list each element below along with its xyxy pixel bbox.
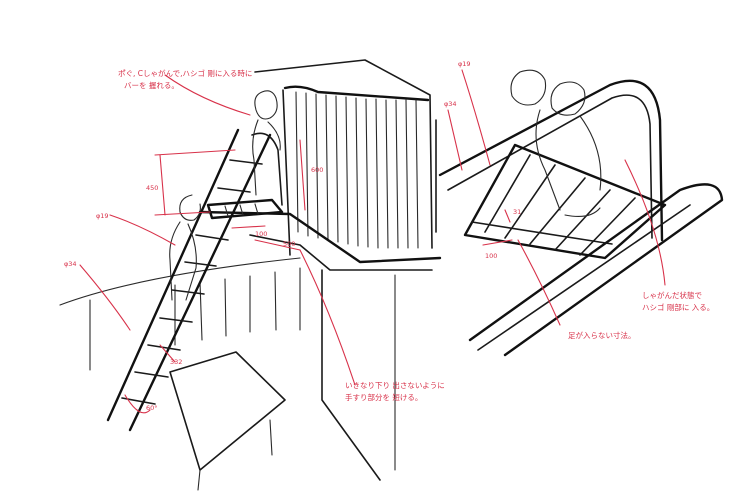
right-ladder-detail [463,143,667,260]
dim-label-100-left: 100 [255,230,267,238]
loft-railing-balusters [295,91,419,249]
figure-sketches-right [510,69,602,217]
dim-label-450: 450 [146,184,158,192]
left-dimensions [79,74,356,414]
dim-label-332: 332 [170,358,182,366]
handrail-note-line2: バーを 握れる。 [124,80,179,90]
bottom-note-line2: 手すり部分を 短ける。 [345,392,422,402]
left-ladder [106,128,284,432]
right-dimensions [447,69,666,326]
figure-sketches-left [169,90,281,301]
dim-label-600: 600 [311,166,323,174]
left-perspective-drawing: ポ゚ぐ, Cしゃがんで,ハシゴ 剛に入る時に バーを 握れる。 450 600 … [59,59,445,491]
foot-gap-note: 足が入らない寸法。 [568,330,636,340]
right-note-line1: しゃがんだ状態で [642,290,702,300]
bottom-note-line1: いきなり下り 出さないように [345,380,445,390]
phi34-right-label: φ34 [444,100,457,108]
dim-label-500: 500 [283,240,295,248]
phi19-right-label: φ19 [458,60,471,68]
phi19-left-label: φ19 [96,212,109,220]
phi34-left-label: φ34 [64,260,77,268]
angle-60-label: 60° [146,404,158,412]
right-detail-drawing: φ19 φ34 31 100 足が入らない寸法。 しゃがんだ状態で ハシゴ 剛部… [435,60,724,357]
dim-label-100-right: 100 [485,252,497,260]
dim-label-31-right: 31 [513,208,521,216]
right-note-line2: ハシゴ 剛部に 入る。 [642,302,714,312]
handrail-note-line1: ポ゚ぐ, Cしゃがんで,ハシゴ 剛に入る時に [118,68,252,78]
